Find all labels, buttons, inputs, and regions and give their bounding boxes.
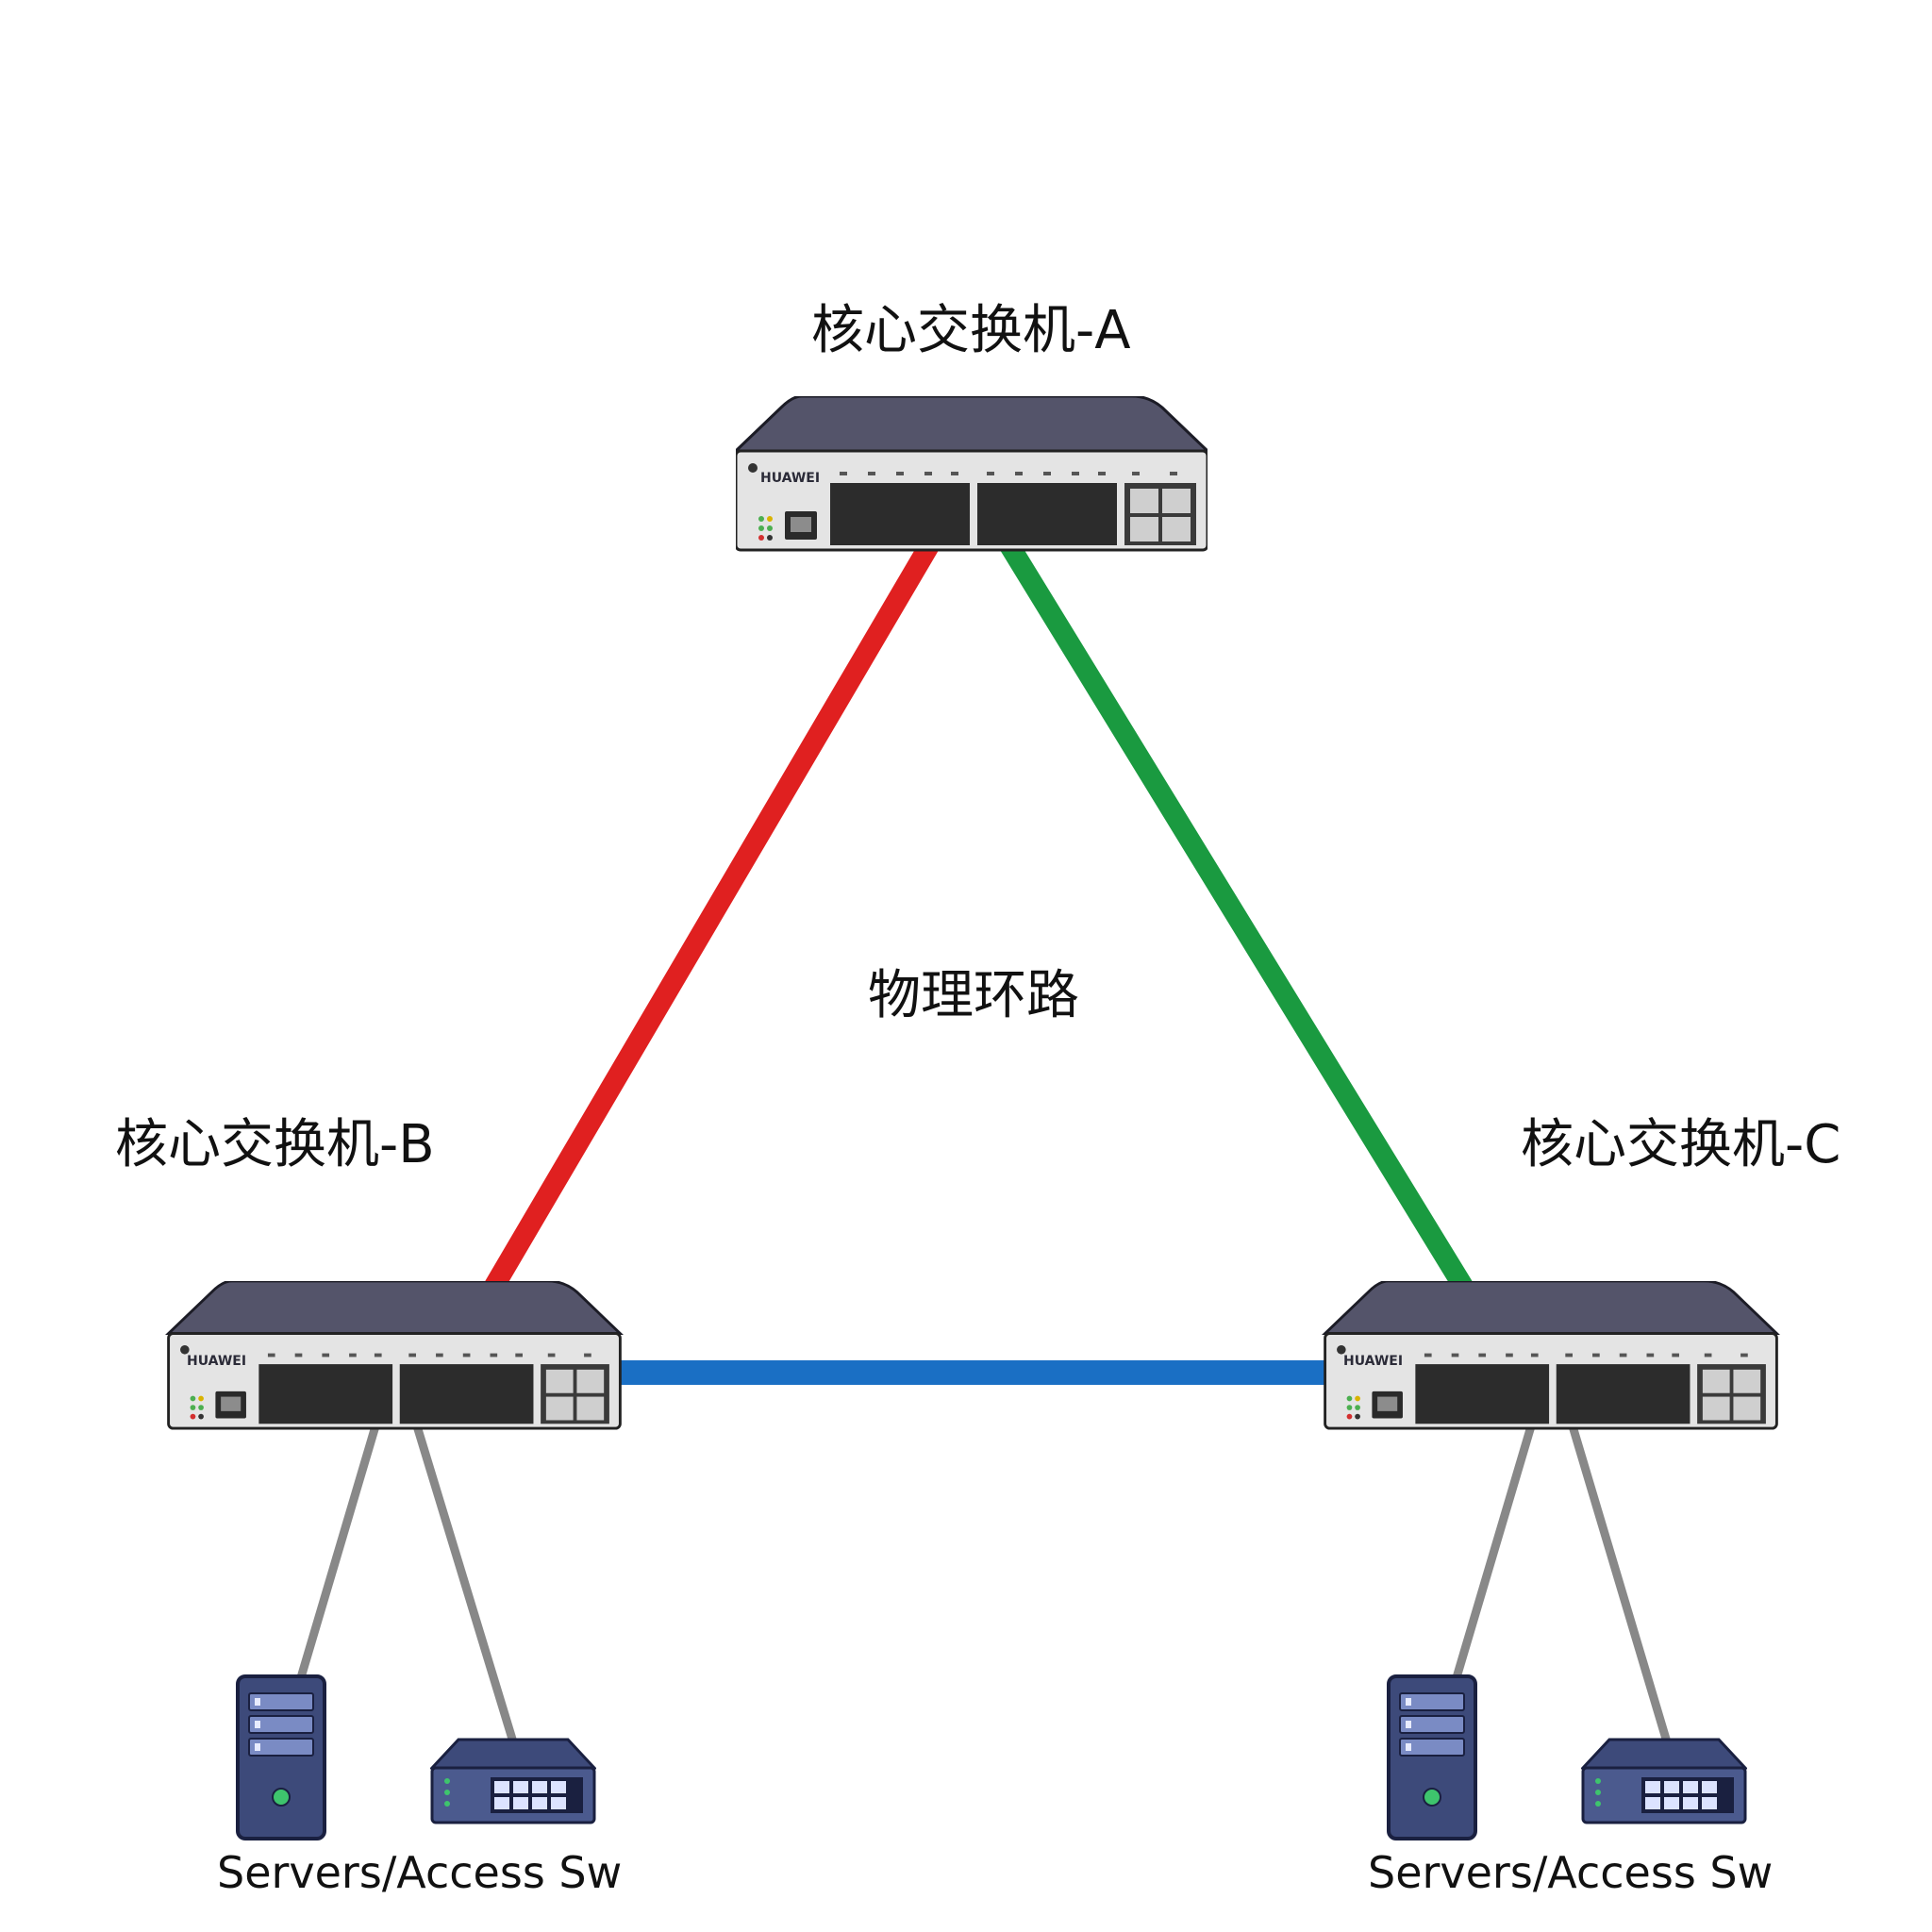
downlink-b-server bbox=[294, 1418, 382, 1686]
downlink-c-access-switch bbox=[1566, 1418, 1673, 1747]
downlink-c-server bbox=[1450, 1418, 1538, 1686]
core-switch-a: HUAWEI bbox=[736, 396, 1208, 552]
access-switch-left bbox=[430, 1738, 596, 1824]
core-switch-c: HUAWEI bbox=[1324, 1281, 1778, 1430]
core-switch-b: HUAWEI bbox=[167, 1281, 622, 1430]
link-a-c bbox=[994, 527, 1477, 1303]
server-left bbox=[236, 1674, 326, 1840]
server-right bbox=[1387, 1674, 1477, 1840]
switch-c-brand: HUAWEI bbox=[1343, 1354, 1403, 1369]
access-switch-right bbox=[1581, 1738, 1747, 1824]
endpoints-right-label: Servers/Access Sw bbox=[1368, 1847, 1774, 1898]
switch-a-brand: HUAWEI bbox=[760, 471, 820, 486]
switch-b-brand: HUAWEI bbox=[187, 1354, 246, 1369]
link-a-b bbox=[480, 527, 944, 1303]
core-switch-c-label: 核心交换机-C bbox=[1521, 1114, 1841, 1175]
downlink-b-access-switch bbox=[410, 1418, 519, 1747]
physical-loop-label: 物理环路 bbox=[868, 965, 1079, 1026]
endpoints-left-label: Servers/Access Sw bbox=[217, 1847, 623, 1898]
core-switch-b-label: 核心交换机-B bbox=[115, 1114, 435, 1175]
core-switch-a-label: 核心交换机-A bbox=[811, 300, 1131, 361]
